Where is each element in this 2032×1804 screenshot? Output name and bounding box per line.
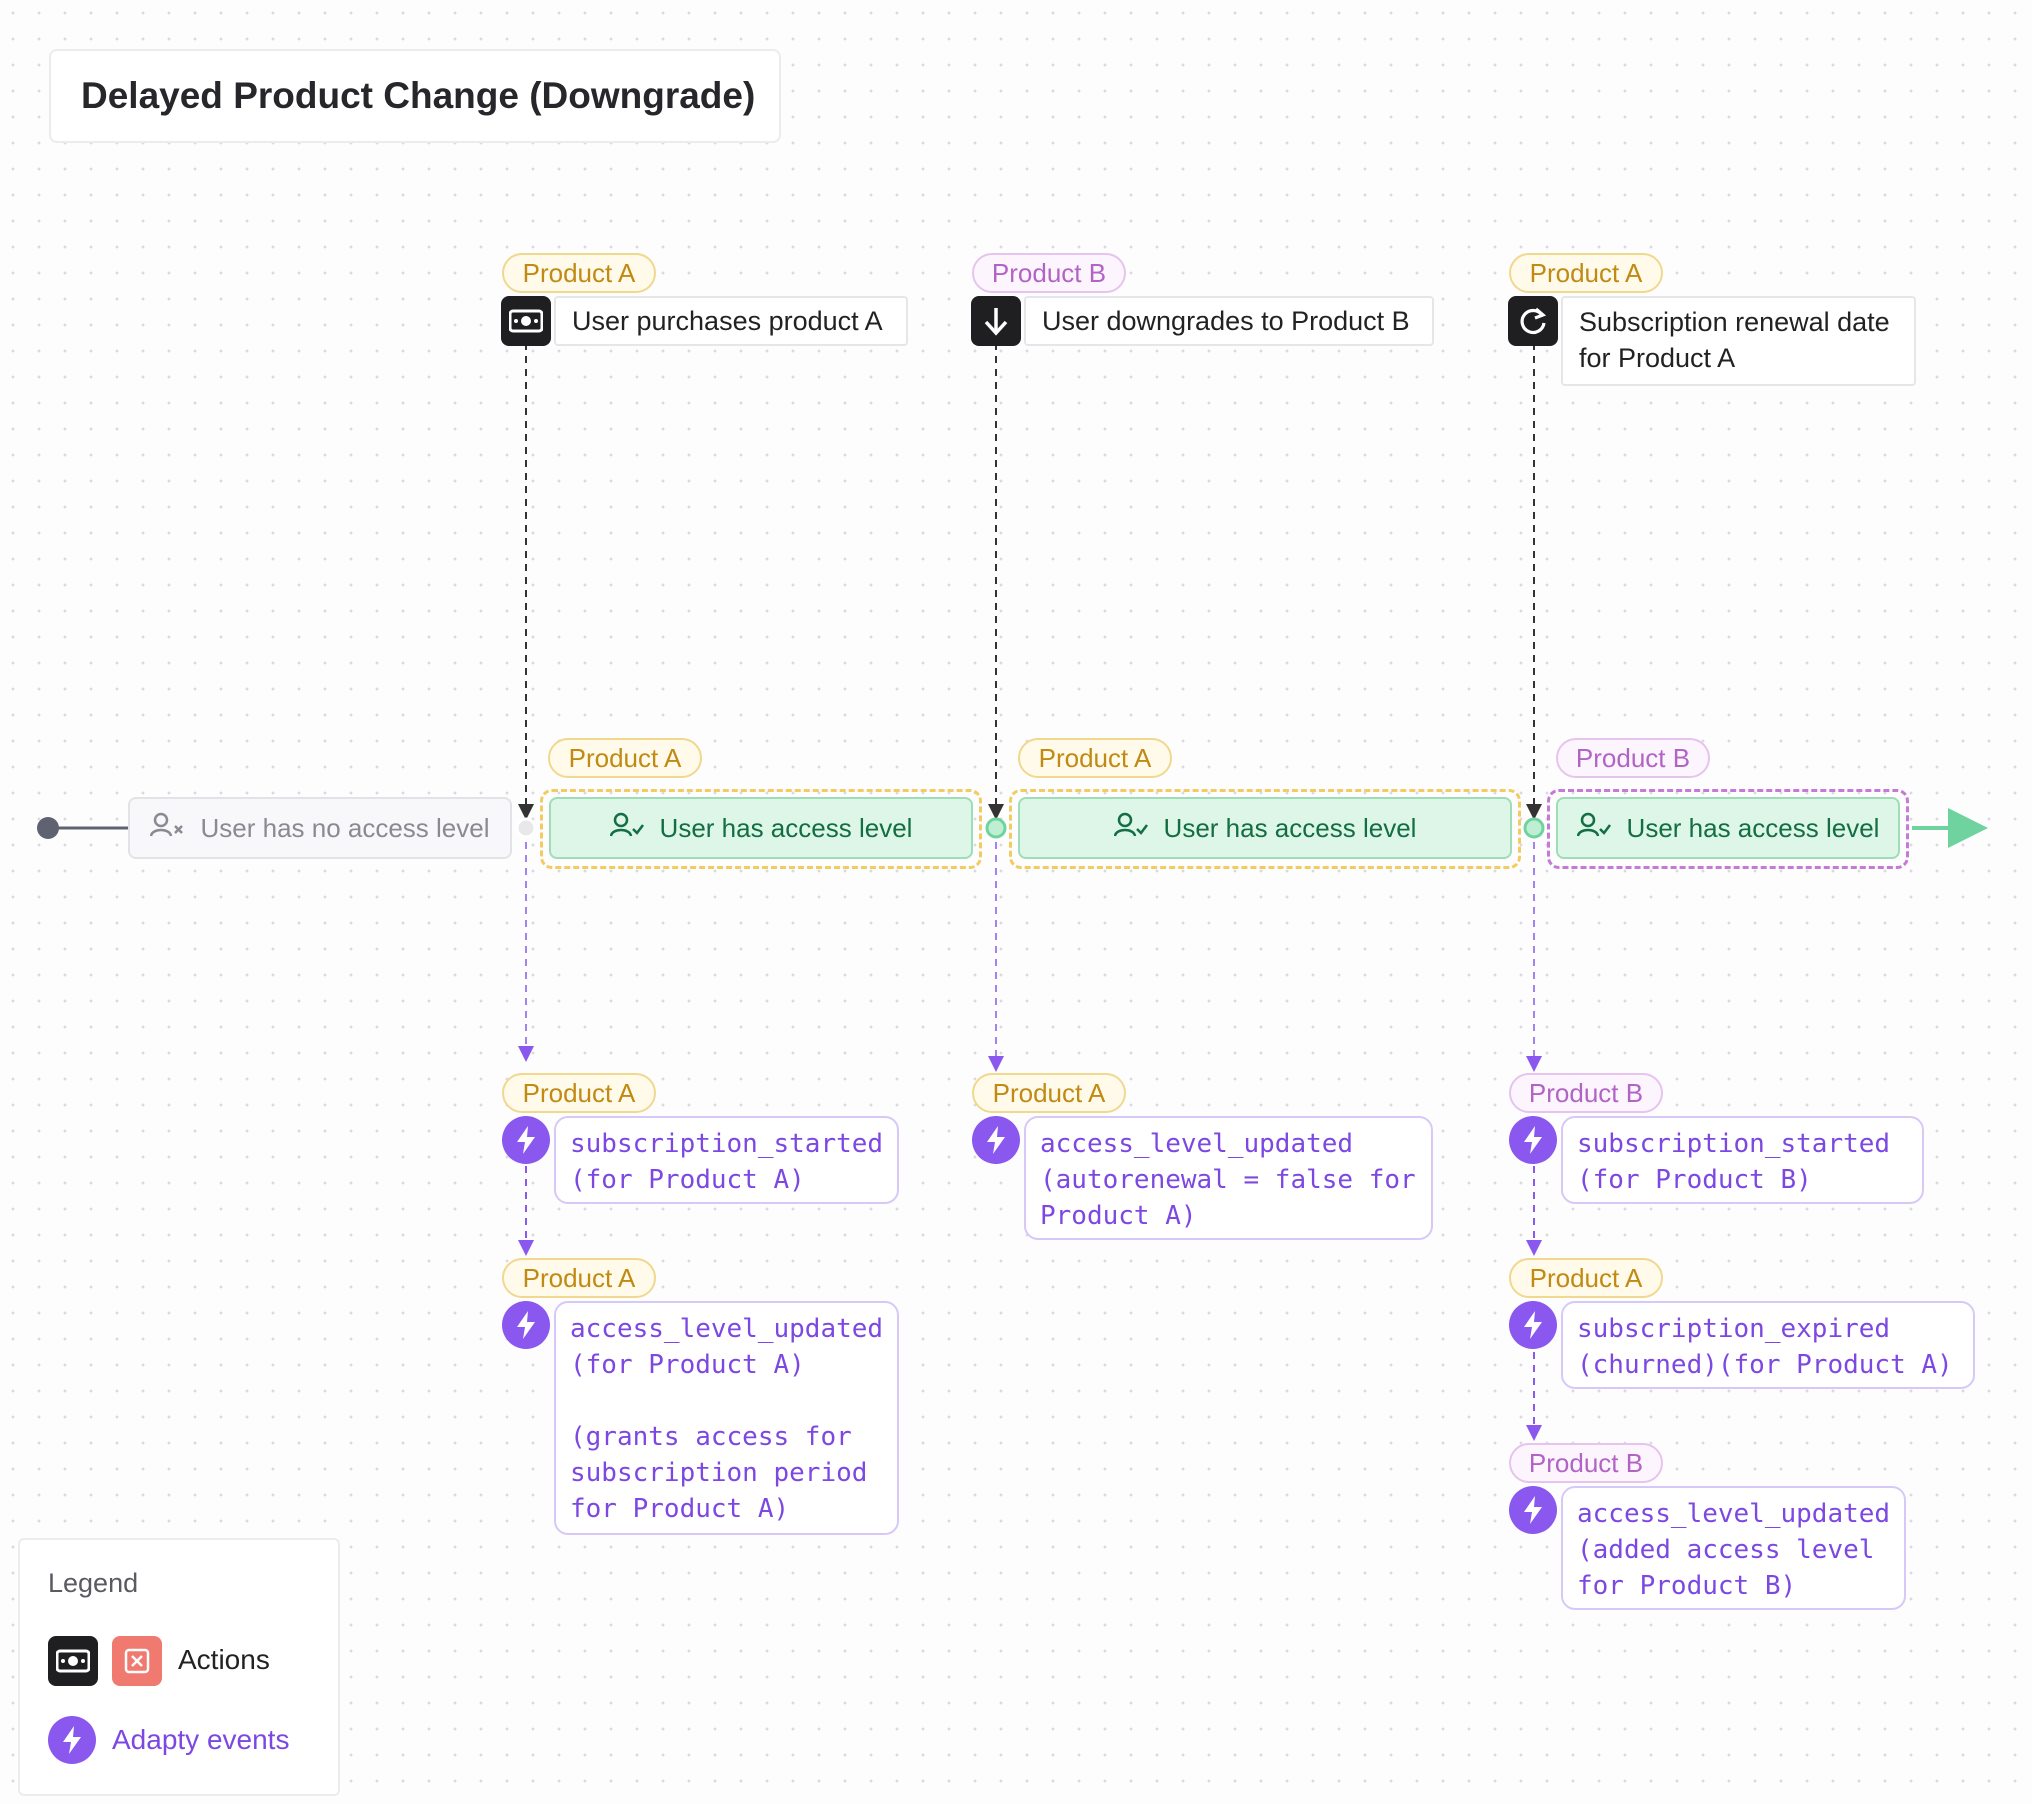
state-access-2: User has access level (1018, 797, 1512, 859)
event-c3-3-card: access_level_updated (added access level… (1561, 1486, 1906, 1610)
arrow-down-icon (971, 296, 1021, 346)
user-check-icon (1576, 812, 1611, 845)
page-title: Delayed Product Change (Downgrade) (49, 49, 781, 143)
action-3-label: Subscription renewal date for Product A (1561, 296, 1916, 386)
segment-2-frame (1009, 789, 1521, 869)
legend-actions-label: Actions (178, 1644, 270, 1675)
state-access-2-label: User has access level (1163, 812, 1417, 843)
segment-1-frame (540, 789, 982, 869)
event-c2-1-product-tag: Product A (972, 1073, 1126, 1113)
lightning-icon (972, 1116, 1020, 1164)
timeline-start-dot (37, 817, 59, 839)
event-c3-2-card: subscription_expired (churned)(for Produ… (1561, 1301, 1975, 1389)
legend-events-label: Adapty events (112, 1724, 290, 1755)
event-c1-1-card: subscription_started (for Product A) (554, 1116, 899, 1204)
segment-3-frame (1547, 789, 1909, 869)
junction-dot (1523, 817, 1545, 839)
user-x-icon (150, 812, 184, 845)
event-c3-1-card: subscription_started (for Product B) (1561, 1116, 1924, 1204)
event-c3-3-product-tag: Product B (1509, 1443, 1663, 1483)
state-access-1: User has access level (549, 797, 973, 859)
event-c1-1-product-tag: Product A (502, 1073, 656, 1113)
legend-panel: Legend Actions Adapty events (18, 1538, 340, 1796)
refresh-icon (1508, 296, 1558, 346)
event-c3-1-product-tag: Product B (1509, 1073, 1663, 1113)
event-c3-2-product-tag: Product A (1509, 1258, 1663, 1298)
state-no-access: User has no access level (128, 797, 512, 859)
lightning-icon (48, 1716, 96, 1764)
state-access-1-label: User has access level (659, 812, 913, 843)
event-c2-1-card: access_level_updated (autorenewal = fals… (1024, 1116, 1433, 1240)
junction-dot (985, 817, 1007, 839)
state-access-3: User has access level (1556, 797, 1900, 859)
event-c1-2-product-tag: Product A (502, 1258, 656, 1298)
segment-2-product-tag: Product A (1018, 738, 1172, 778)
state-no-access-label: User has no access level (200, 812, 490, 843)
user-check-icon (1113, 812, 1148, 845)
legend-title: Legend (48, 1568, 139, 1598)
close-icon (112, 1636, 162, 1686)
event-c1-2-card: access_level_updated (for Product A) (gr… (554, 1301, 899, 1535)
action-3-product-tag: Product A (1509, 253, 1663, 293)
action-1-product-tag: Product A (502, 253, 656, 293)
money-icon (501, 296, 551, 346)
lightning-icon (1509, 1486, 1557, 1534)
action-2-product-tag: Product B (972, 253, 1126, 293)
state-access-3-label: User has access level (1626, 812, 1880, 843)
lightning-icon (1509, 1116, 1557, 1164)
action-1-label: User purchases product A (554, 296, 908, 346)
segment-1-product-tag: Product A (548, 738, 702, 778)
user-check-icon (609, 812, 644, 845)
segment-3-product-tag: Product B (1556, 738, 1710, 778)
lightning-icon (1509, 1301, 1557, 1349)
lightning-icon (502, 1116, 550, 1164)
money-icon (48, 1636, 98, 1686)
junction-dot (515, 817, 537, 839)
action-2-label: User downgrades to Product B (1024, 296, 1434, 346)
lightning-icon (502, 1301, 550, 1349)
